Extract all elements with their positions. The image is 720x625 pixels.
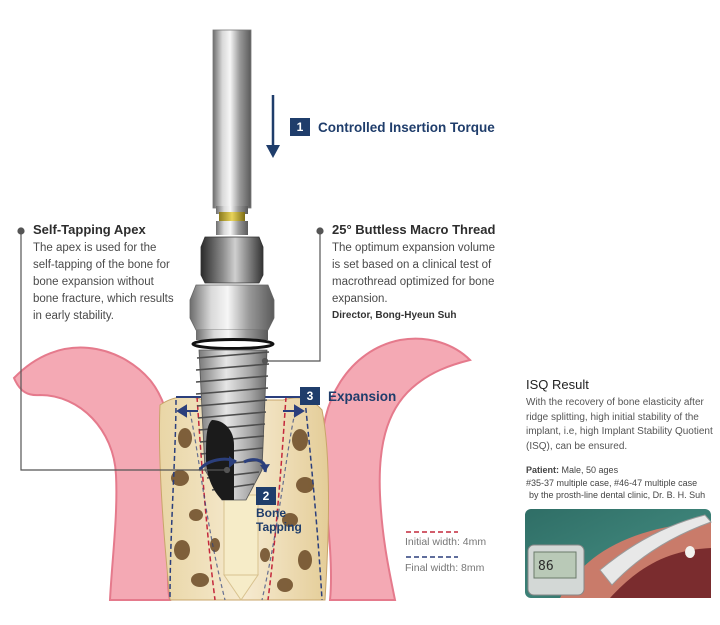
self-tapping-callout-line <box>17 227 231 474</box>
step-2-label: 2 Bone Tapping <box>256 487 302 533</box>
isq-case-line: #35-37 multiple case, #46-47 multiple ca… <box>526 477 698 488</box>
svg-text:86: 86 <box>538 559 554 574</box>
isq-photo: 86 <box>525 509 712 598</box>
buttless-author: Director, Bong-Hyeun Suh <box>332 310 457 321</box>
self-tapping-description: The apex is used for the self-tapping of… <box>33 240 203 325</box>
insertion-arrow <box>266 95 280 158</box>
buttless-thread-callout-line <box>261 227 324 365</box>
buttless-thread-title: 25° Buttless Macro Thread <box>332 222 496 237</box>
step-2-number: 2 <box>256 487 276 505</box>
step-2-text-line1: Bone <box>256 506 286 520</box>
isq-case-line: by the prosth-line dental clinic, Dr. B.… <box>529 490 706 500</box>
buttless-line: is set based on a clinical test of <box>332 259 492 271</box>
self-tapping-line: self-tapping of the bone for <box>33 259 170 271</box>
isq-title: ISQ Result <box>526 377 589 392</box>
o-ring <box>191 338 275 350</box>
step-3-label: 3 Expansion <box>300 387 396 405</box>
self-tapping-section: Self-Tapping Apex The apex is used for t… <box>33 222 203 325</box>
isq-description: With the recovery of bone elasticity aft… <box>526 396 716 454</box>
isq-patient-info: Patient: Male, 50 ages #35-37 multiple c… <box>526 464 716 502</box>
self-tapping-line: in early stability. <box>33 310 114 322</box>
osteotomy-channel <box>223 494 259 576</box>
legend-initial-width: Initial width: 4mm <box>405 536 487 548</box>
buttless-thread-section: 25° Buttless Macro Thread The optimum ex… <box>332 222 532 321</box>
isq-patient-label: Patient: <box>526 465 560 475</box>
final-width-line <box>169 399 323 601</box>
isq-line: (ISQ), can be ensured. <box>526 440 628 452</box>
initial-width-line <box>196 396 287 601</box>
self-tapping-title: Self-Tapping Apex <box>33 222 146 237</box>
gold-ring <box>219 212 245 222</box>
buttless-line: expansion. <box>332 293 388 305</box>
gum-tissue-left <box>12 346 176 601</box>
isq-patient: Patient: Male, 50 ages <box>526 464 716 477</box>
step-3-number: 3 <box>300 387 320 405</box>
driver-shaft <box>212 29 252 209</box>
buttless-line: The optimum expansion volume <box>332 242 495 254</box>
step-1-label: 1 Controlled Insertion Torque <box>290 118 495 136</box>
isq-line: With the recovery of bone elasticity aft… <box>526 397 704 408</box>
buttless-thread-description: The optimum expansion volume is set base… <box>332 240 532 308</box>
gum-tissue-right <box>320 337 472 601</box>
expansion-arrows <box>176 404 305 418</box>
self-tapping-line: The apex is used for the <box>33 242 157 254</box>
step-2-text-line2: Tapping <box>256 520 302 534</box>
isq-line: implant, i.e, high Implant Stability Quo… <box>526 426 713 437</box>
self-tapping-line: bone fracture, which results <box>33 293 174 305</box>
isq-section: ISQ Result With the recovery of bone ela… <box>526 377 716 502</box>
step-1-text: Controlled Insertion Torque <box>318 119 495 135</box>
buttless-line: macrothread optimized for bone <box>332 276 495 288</box>
step-3-text: Expansion <box>328 388 397 404</box>
isq-patient-value: Male, 50 ages <box>561 465 619 475</box>
implant-thread-body <box>195 349 270 501</box>
isq-line: ridge splitting, high initial stability … <box>526 411 699 423</box>
legend-final-width: Final width: 8mm <box>405 562 485 574</box>
hex-mount <box>200 236 264 284</box>
step-1-number: 1 <box>290 118 310 136</box>
self-tapping-line: bone expansion without <box>33 276 154 288</box>
